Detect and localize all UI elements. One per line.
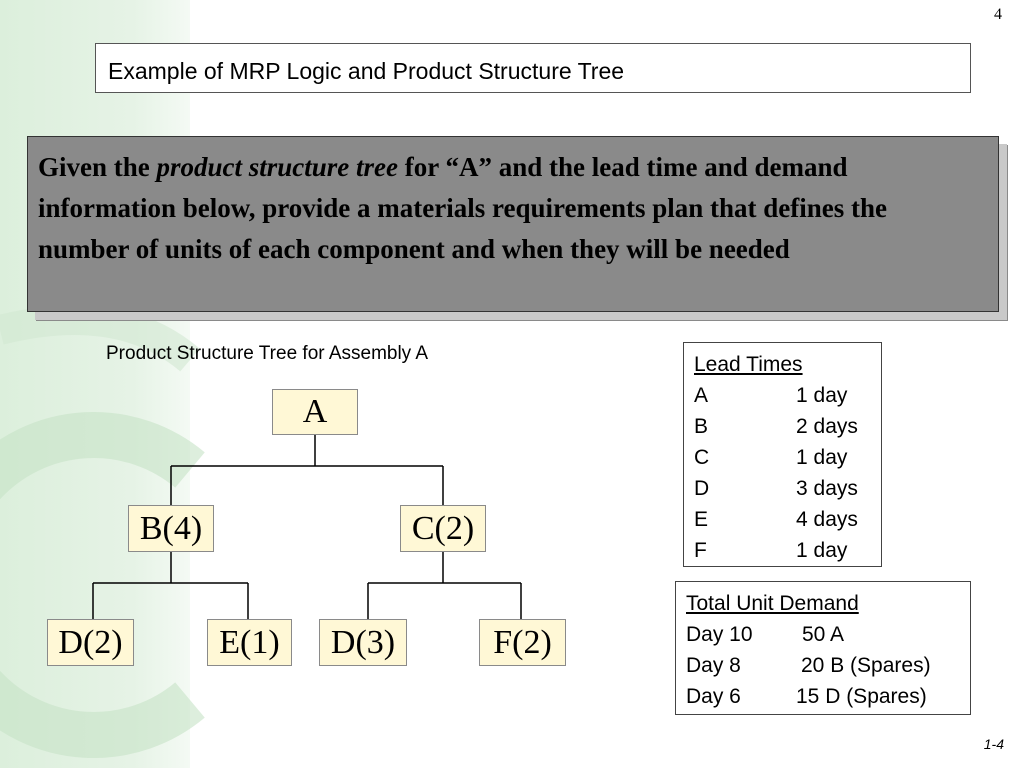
lead-time-value: 4 days (796, 508, 858, 531)
demand-day: Day 10 (686, 623, 753, 646)
tree-node-b: B(4) (128, 505, 214, 552)
problem-suffix: for “A” and the lead time and demand inf… (38, 152, 887, 264)
lead-time-value: 1 day (796, 384, 848, 407)
lead-time-item: C (694, 446, 710, 469)
lead-time-row: E 4 days (694, 504, 881, 535)
lead-times-box: Lead Times A 1 day B 2 days C 1 day D 3 days… (683, 342, 882, 567)
lead-time-row: A 1 day (694, 380, 881, 411)
lead-time-item: D (694, 477, 710, 500)
lead-time-value: 2 days (796, 415, 858, 438)
lead-time-row: D 3 days (694, 473, 881, 504)
tree-node-e-under-b: E(1) (207, 619, 292, 666)
demand-quantity: 20 B (Spares) (801, 654, 931, 677)
tree-node-d-under-c: D(3) (319, 619, 407, 666)
demand-quantity: 50 A (802, 623, 845, 646)
slide-footer: 1-4 (983, 736, 1004, 752)
problem-prefix: Given the (38, 152, 157, 182)
demand-row: Day 10 50 A (686, 619, 970, 650)
lead-time-row: F 1 day (694, 535, 881, 566)
lead-time-value: 3 days (796, 477, 858, 500)
total-demand-box: Total Unit Demand Day 10 50 A Day 8 20 B (… (675, 581, 971, 715)
lead-time-value: 1 day (796, 539, 848, 562)
demand-day: Day 6 (686, 685, 741, 708)
total-demand-header: Total Unit Demand (686, 592, 859, 615)
lead-time-row: B 2 days (694, 411, 881, 442)
lead-time-row: C 1 day (694, 442, 881, 473)
slide-title: Example of MRP Logic and Product Structu… (95, 43, 971, 93)
demand-row: Day 6 15 D (Spares) (686, 681, 970, 712)
problem-statement: Given the product structure tree for “A”… (27, 136, 999, 312)
lead-time-item: B (694, 415, 709, 438)
lead-time-item: F (694, 539, 707, 562)
demand-day: Day 8 (686, 654, 741, 677)
lead-time-item: E (694, 508, 709, 531)
tree-node-d-under-b: D(2) (47, 619, 134, 666)
lead-time-item: A (694, 384, 709, 407)
problem-emphasis: product structure tree (156, 152, 399, 182)
tree-caption: Product Structure Tree for Assembly A (106, 343, 429, 364)
tree-node-f-under-c: F(2) (479, 619, 566, 666)
lead-times-header: Lead Times (694, 353, 803, 376)
demand-row: Day 8 20 B (Spares) (686, 650, 970, 681)
lead-time-value: 1 day (796, 446, 848, 469)
tree-node-c: C(2) (400, 505, 486, 552)
demand-quantity: 15 D (Spares) (796, 685, 927, 708)
tree-node-a: A (272, 389, 358, 435)
slide-number: 4 (994, 6, 1002, 23)
